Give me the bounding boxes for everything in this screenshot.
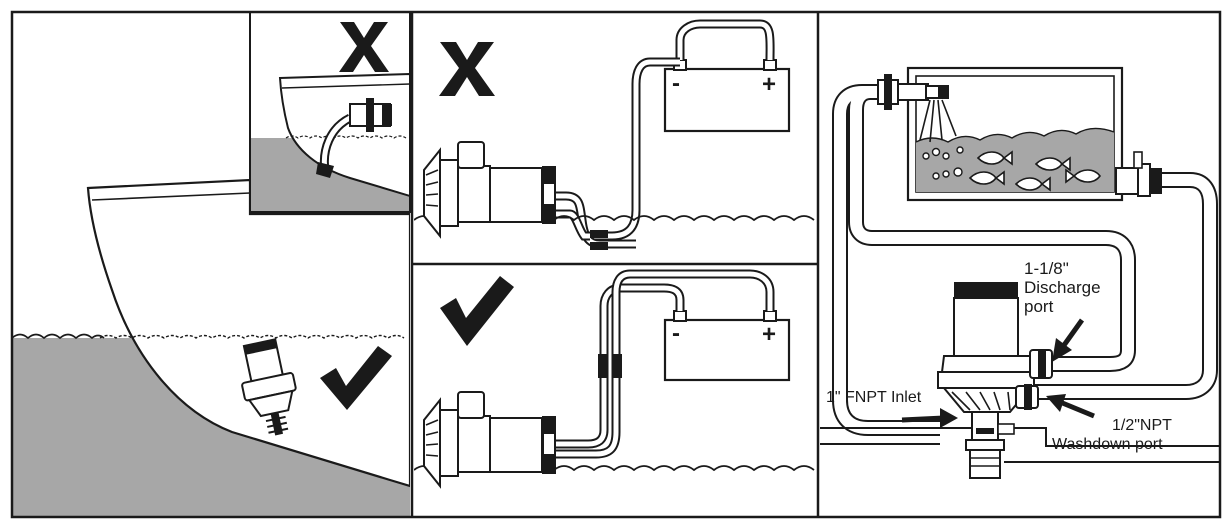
outlet-fitting-tank [1115, 151, 1162, 197]
discharge-label-line2: Discharge [1024, 278, 1101, 297]
battery-minus-label: - [672, 70, 680, 97]
bilge-pump-hull [241, 338, 297, 436]
check-icon [440, 276, 514, 346]
panel-wrong-wiring: - + [414, 19, 815, 250]
battery: - + [663, 59, 791, 133]
battery-plus-label: + [762, 71, 776, 98]
panel-borders [10, 10, 1222, 519]
inlet-fitting-tank [877, 74, 949, 110]
battery-minus-label: - [672, 320, 680, 347]
pump-side-correct [423, 391, 556, 489]
check-icon [320, 346, 392, 410]
boat-hull [86, 178, 410, 488]
pump-side-wrong [423, 141, 556, 239]
discharge-arrow [1052, 318, 1085, 362]
washdown-label-line1: 1/2"NPT [1112, 417, 1172, 434]
discharge-label-line3: port [1024, 297, 1054, 316]
discharge-label-line1: 1-1/8" [1024, 259, 1069, 278]
washdown-arrow [1046, 394, 1095, 419]
washdown-label-line2: Washdown port [1052, 436, 1163, 453]
battery: - + [663, 310, 791, 382]
panel-livewell-plumbing: 1-1/8" Discharge port 1" FNPT Inlet 1/2"… [820, 66, 1220, 479]
battery-plus-label: + [762, 321, 776, 348]
hull-waterline [99, 334, 405, 339]
cross-icon [439, 42, 495, 96]
panel-boat-hull [12, 178, 410, 517]
inlet-arrow [901, 408, 958, 428]
livewell-pump [937, 282, 1053, 479]
panel-correct-wiring: - + [414, 269, 815, 489]
inset-wrong-install [249, 11, 411, 213]
cross-icon [339, 22, 389, 72]
inlet-label: 1" FNPT Inlet [826, 389, 922, 406]
